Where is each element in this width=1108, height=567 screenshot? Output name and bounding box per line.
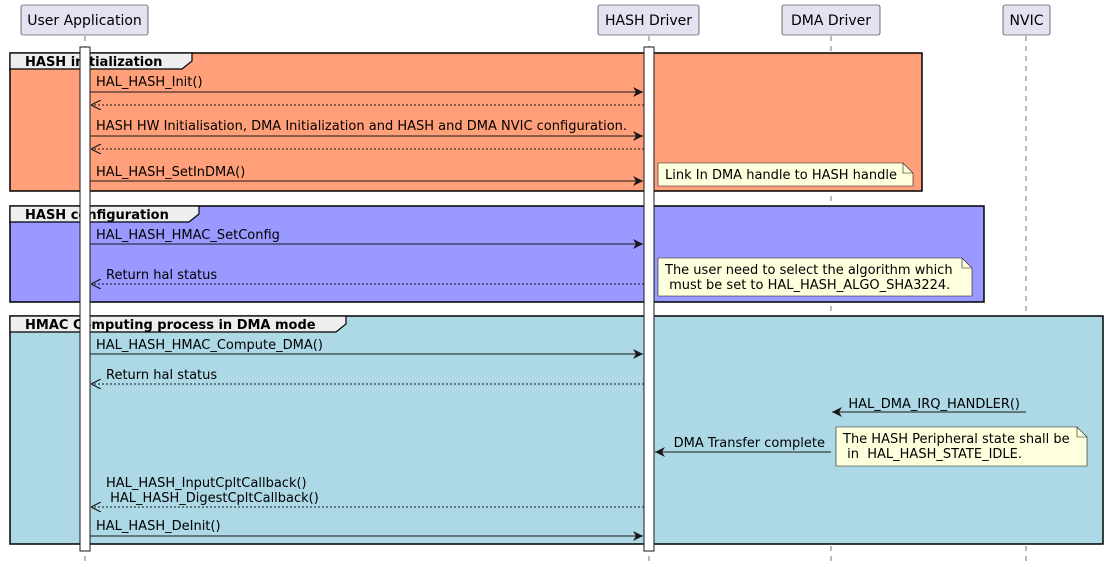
- message-label: HAL_HASH_HMAC_Compute_DMA(): [96, 338, 323, 353]
- message-deinit: HAL_HASH_DeInit(): [90, 519, 643, 541]
- note-box: [657, 162, 914, 187]
- group-title: HASH initialization: [25, 55, 162, 70]
- participant-dma: DMA Driver: [781, 4, 881, 36]
- participant-box: [20, 4, 149, 36]
- participant-hash: HASH Driver: [597, 4, 700, 36]
- message-label-line: HAL_HASH_InputCpltCallback(): [106, 476, 307, 491]
- note-link-dma: Link In DMA handle to HASH handle: [657, 162, 914, 187]
- group-header-tab: [9, 52, 193, 70]
- participant-label: NVIC: [1010, 13, 1044, 29]
- note-select-algorithm: The user need to select the algorithm wh…: [657, 257, 973, 297]
- participant-label: User Application: [27, 13, 142, 29]
- message-label-line: HAL_HASH_DigestCpltCallback(): [106, 491, 319, 506]
- note-fold: [902, 163, 913, 174]
- participant-label: DMA Driver: [791, 13, 871, 29]
- note-text-line: must be set to HAL_HASH_ALGO_SHA3224.: [665, 278, 950, 293]
- message-return-status-compute: Return hal status: [91, 368, 644, 384]
- note-text-line: The user need to select the algorithm wh…: [664, 263, 953, 278]
- message-label: HAL_HASH_SetInDMA(): [96, 165, 245, 180]
- activation-bar-app: [79, 46, 91, 552]
- note-text-line: in HAL_HASH_STATE_IDLE.: [843, 447, 1022, 462]
- message-label: HAL_HASH_HMAC_SetConfig: [96, 228, 280, 243]
- participant-box: [1002, 4, 1051, 36]
- participant-app: User Application: [20, 4, 149, 36]
- note-fold: [1076, 427, 1087, 438]
- note-text: The HASH Peripheral state shall be in HA…: [842, 432, 1074, 462]
- note-text: Link In DMA handle to HASH handle: [665, 168, 897, 183]
- message-dma-transfer-complete: DMA Transfer complete: [655, 436, 831, 457]
- group-header-tab: [9, 205, 200, 223]
- participant-nvic: NVIC: [1002, 4, 1051, 36]
- note-box: [657, 257, 973, 297]
- message-label: HAL_HASH_DeInit(): [96, 519, 221, 534]
- group-title: HASH configuration: [25, 208, 169, 223]
- message-label: Return hal status: [106, 368, 217, 383]
- message-hmac-compute-dma: HAL_HASH_HMAC_Compute_DMA(): [90, 338, 643, 359]
- participant-box: [781, 4, 881, 36]
- message-return-status-config: Return hal status: [91, 268, 644, 284]
- note-text: The user need to select the algorithm wh…: [664, 263, 957, 293]
- group-title: HMAC Computing process in DMA mode: [25, 318, 316, 333]
- participant-label: HASH Driver: [605, 13, 692, 29]
- note-text-line: The HASH Peripheral state shall be: [842, 432, 1070, 447]
- message-label: HAL_HASH_Init(): [96, 75, 203, 90]
- activation-bar-hash: [643, 46, 655, 552]
- message-label: HASH HW Initialisation, DMA Initializati…: [96, 119, 627, 134]
- message-dma-irq-handler: HAL_DMA_IRQ_HANDLER(): [832, 397, 1026, 417]
- note-peripheral-state: The HASH Peripheral state shall be in HA…: [835, 426, 1088, 467]
- message-label: DMA Transfer complete: [674, 436, 825, 451]
- note-fold: [961, 258, 972, 269]
- message-hw-init: HASH HW Initialisation, DMA Initializati…: [90, 119, 643, 141]
- message-label: Return hal status: [106, 268, 217, 283]
- message-set-in-dma: HAL_HASH_SetInDMA(): [90, 165, 643, 186]
- message-hmac-set-config: HAL_HASH_HMAC_SetConfig: [90, 228, 643, 249]
- message-label: HAL_HASH_InputCpltCallback() HAL_HASH_Di…: [106, 476, 319, 506]
- participant-box: [597, 4, 700, 36]
- message-label: HAL_DMA_IRQ_HANDLER(): [848, 397, 1020, 412]
- group-header-tab: [9, 315, 347, 333]
- note-box: [835, 426, 1088, 467]
- message-init: HAL_HASH_Init(): [90, 75, 643, 97]
- message-cplt-callbacks: HAL_HASH_InputCpltCallback() HAL_HASH_Di…: [91, 476, 644, 507]
